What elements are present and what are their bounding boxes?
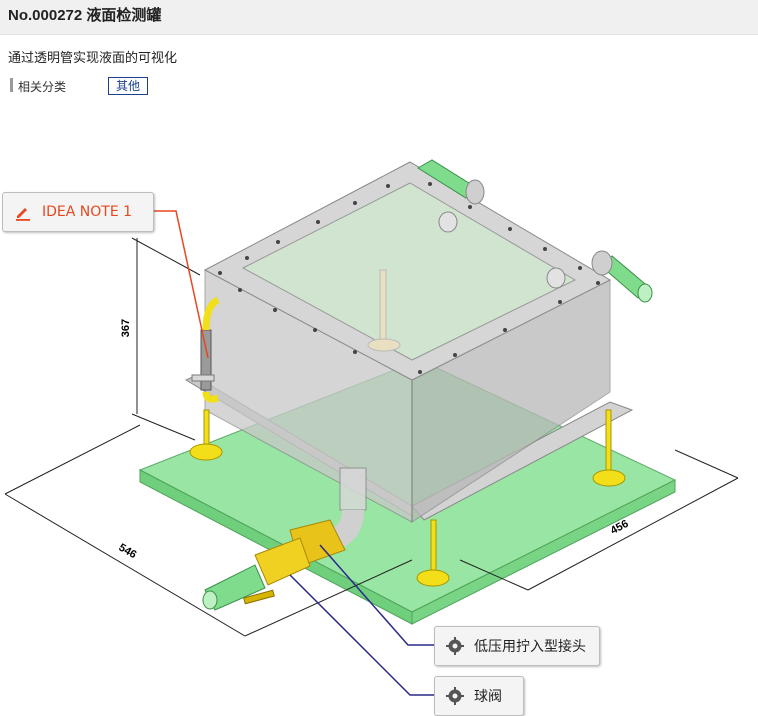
valve-leader bbox=[289, 574, 434, 696]
dimension-lines bbox=[4, 237, 739, 637]
inlet-pipes bbox=[417, 159, 653, 303]
gear-icon bbox=[444, 635, 466, 657]
part-fitting-callout[interactable]: 低压用拧入型接头 bbox=[434, 626, 600, 666]
fitting-leader bbox=[319, 544, 434, 646]
category-label: 相关分类 bbox=[18, 80, 67, 94]
idea-note-leader bbox=[152, 210, 209, 359]
flange-bolts bbox=[218, 182, 600, 374]
dim-height: 367 bbox=[120, 319, 132, 337]
idea-note-callout[interactable]: IDEA NOTE 1 bbox=[2, 192, 154, 232]
description-text: 通过透明管实现液面的可视化 bbox=[8, 51, 178, 66]
category-tag-link[interactable]: 其他 bbox=[108, 77, 149, 95]
sight-gauge bbox=[191, 296, 220, 403]
title-bar: No.000272 液面检测罐 bbox=[0, 0, 758, 35]
gear-icon bbox=[444, 685, 466, 707]
leveling-feet bbox=[189, 409, 626, 587]
pencil-icon bbox=[12, 201, 34, 223]
part-fitting-label: 低压用拧入型接头 bbox=[474, 639, 586, 655]
dim-length: 546 bbox=[117, 542, 139, 562]
category-marker bbox=[10, 78, 13, 92]
part-valve-callout[interactable]: 球阀 bbox=[434, 676, 524, 716]
tank-opening bbox=[241, 182, 577, 361]
idea-note-label: IDEA NOTE 1 bbox=[42, 204, 133, 220]
page-title: No.000272 液面检测罐 bbox=[8, 7, 162, 24]
drain-assembly bbox=[202, 467, 367, 611]
part-valve-label: 球阀 bbox=[474, 689, 502, 705]
base-plate-edge-right bbox=[411, 479, 676, 625]
